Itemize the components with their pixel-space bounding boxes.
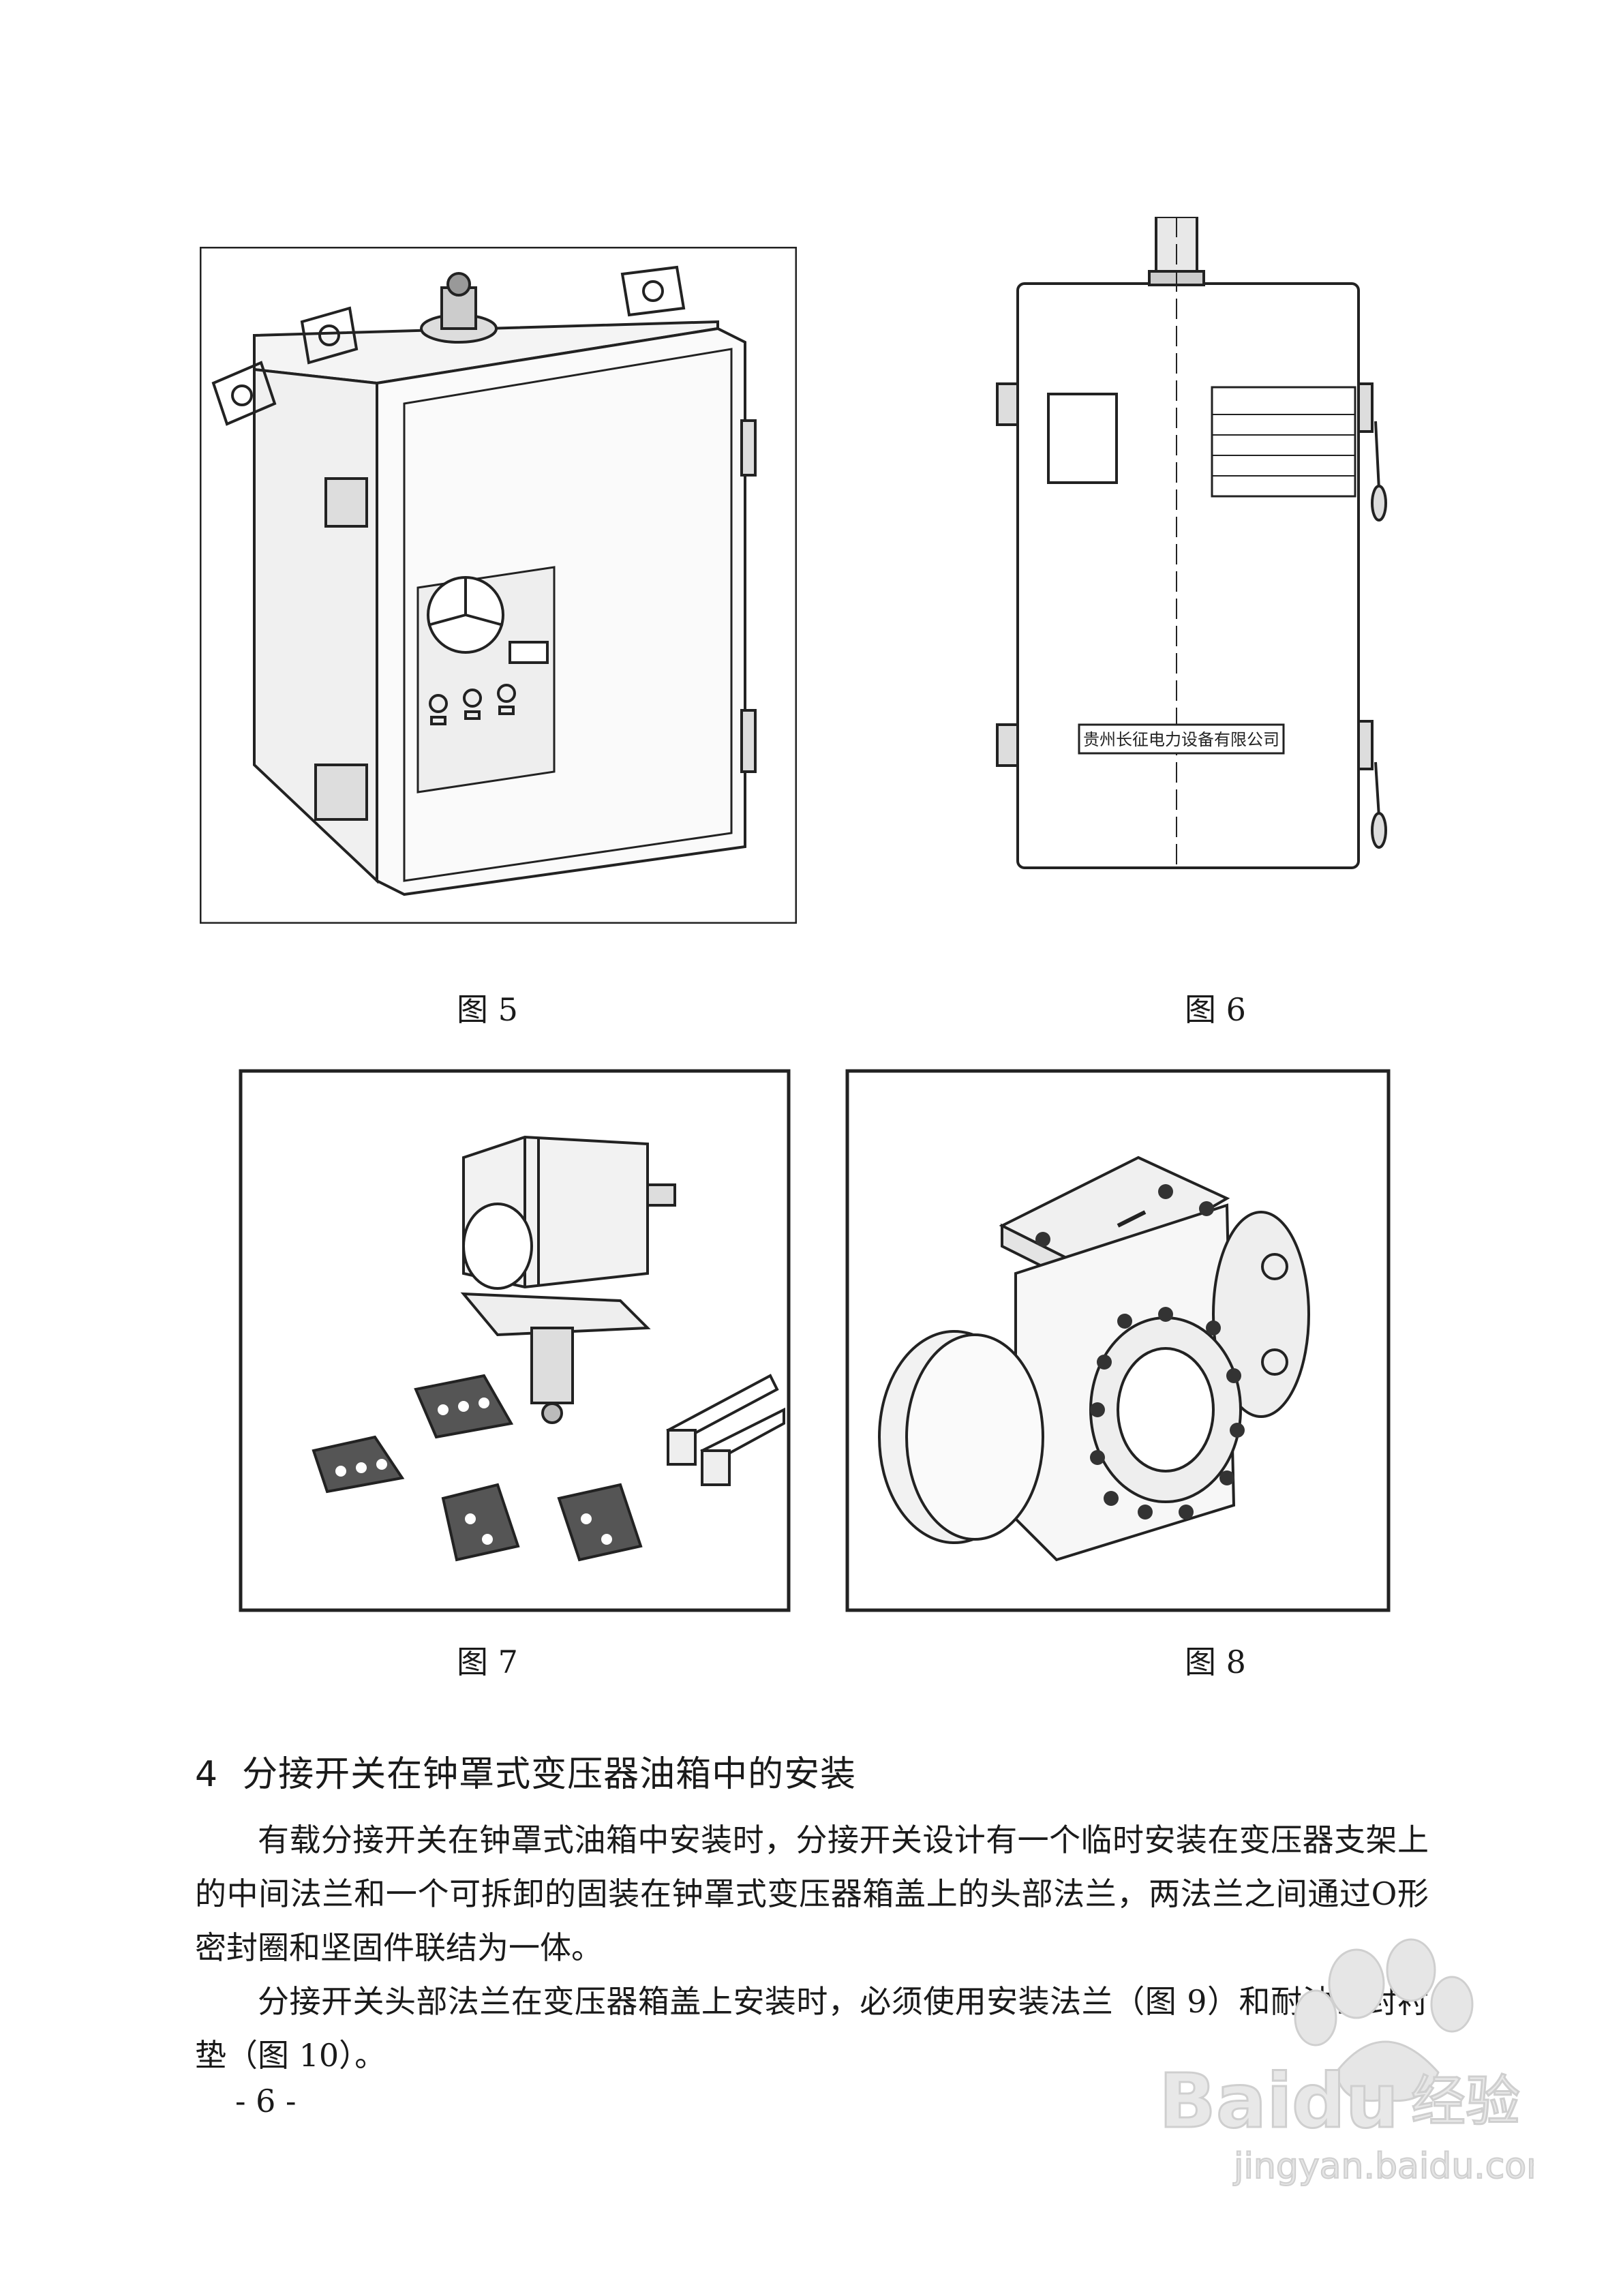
section-heading: 4 分接开关在钟罩式变压器油箱中的安装 — [195, 1754, 857, 1795]
figure-6-caption: 图 6 — [1185, 991, 1246, 1028]
watermark-logo: Bai du 经验 jingyan.baidu.com — [1158, 1938, 1534, 2188]
svg-text:jingyan.baidu.com: jingyan.baidu.com — [1233, 2146, 1534, 2187]
nameplate-text: 贵州长征电力设备有限公司 — [1083, 730, 1279, 749]
page-number: - 6 - — [235, 2083, 297, 2119]
figure-8 — [845, 1069, 1391, 1612]
figure-6-drawing: 贵州长征电力设备有限公司 — [996, 217, 1387, 869]
figure-5 — [200, 247, 797, 924]
svg-text:du: du — [1292, 2057, 1399, 2145]
figure-5-caption: 图 5 — [457, 991, 518, 1028]
figure-6: 贵州长征电力设备有限公司 — [967, 217, 1393, 871]
svg-text:经验: 经验 — [1411, 2070, 1520, 2133]
paragraph-1: 有载分接开关在钟罩式油箱中安装时，分接开关设计有一个临时安装在变压器支架上的中间… — [195, 1822, 1429, 1966]
baidu-jingyan-watermark: Bai du 经验 jingyan.baidu.com — [1152, 1902, 1534, 2188]
paragraph-2: 分接开关头部法兰在变压器箱盖上安装时，必须使用安装法兰（图 9）和耐油密封衬垫（… — [195, 1983, 1429, 2074]
figure-7-caption: 图 7 — [457, 1644, 518, 1680]
figure-7-drawing — [239, 1069, 791, 1612]
figure-8-caption: 图 8 — [1185, 1644, 1246, 1680]
figure-5-drawing — [200, 247, 797, 924]
figure-7 — [239, 1069, 791, 1612]
figure-8-drawing — [845, 1069, 1391, 1612]
svg-text:Bai: Bai — [1159, 2057, 1292, 2145]
